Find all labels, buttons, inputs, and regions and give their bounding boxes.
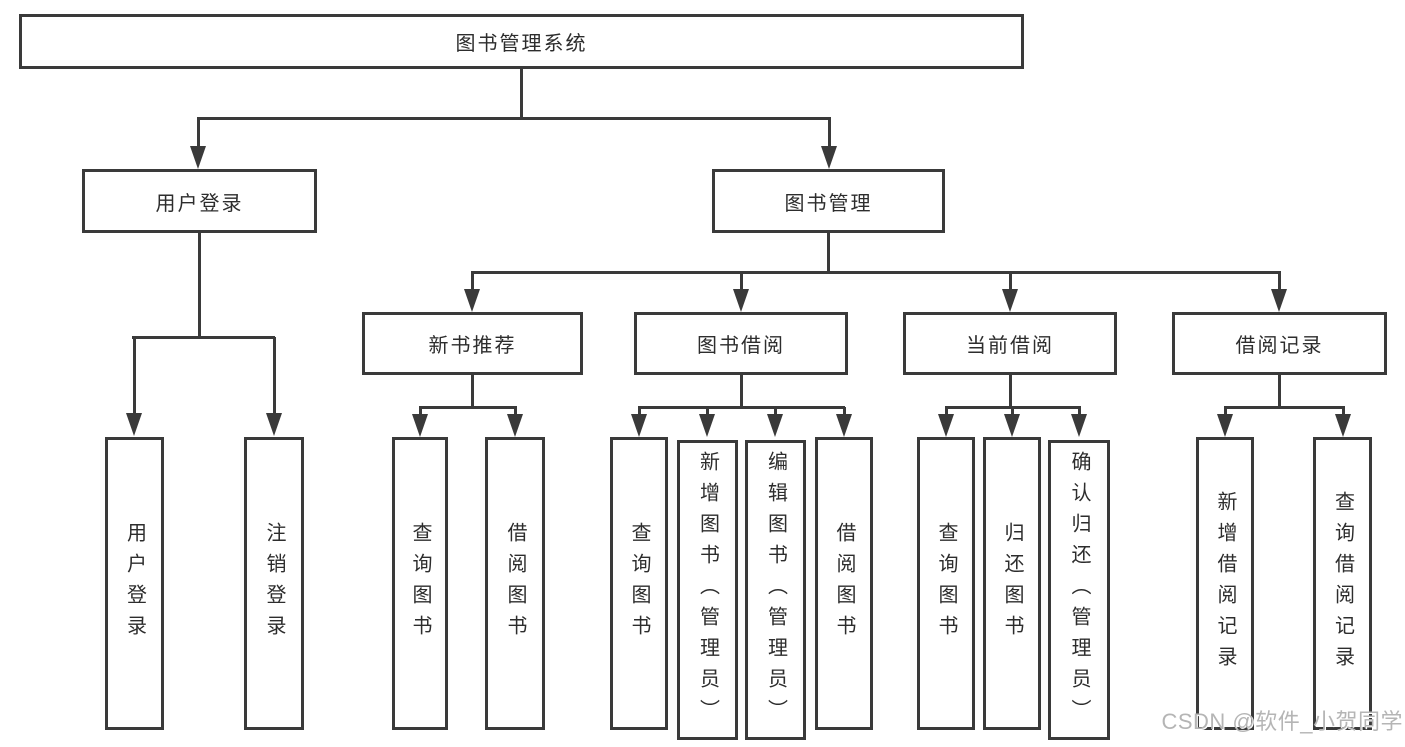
arrow-down-icon bbox=[1271, 289, 1287, 312]
connector-line bbox=[471, 272, 474, 290]
connector-line bbox=[638, 407, 641, 415]
arrow-down-icon bbox=[1335, 414, 1351, 437]
connector-line bbox=[198, 233, 201, 338]
connector-line bbox=[827, 233, 830, 273]
arrow-down-icon bbox=[836, 414, 852, 437]
connector-line bbox=[1278, 272, 1281, 290]
arrow-down-icon bbox=[821, 146, 837, 169]
connector-line bbox=[1342, 407, 1345, 415]
leaf-confirm-return-admin-label: 确认归还（管理员） bbox=[1068, 450, 1090, 730]
connector-line bbox=[419, 406, 517, 409]
connector-line bbox=[774, 407, 777, 415]
connector-line bbox=[1011, 407, 1014, 415]
connector-line bbox=[945, 407, 948, 415]
connector-line bbox=[273, 337, 276, 415]
connector-line bbox=[1078, 407, 1081, 415]
leaf-edit-book-admin: 编辑图书（管理员） bbox=[745, 440, 806, 740]
leaf-return-books: 归还图书 bbox=[983, 437, 1041, 730]
arrow-down-icon bbox=[1002, 289, 1018, 312]
connector-line bbox=[197, 117, 831, 120]
connector-line bbox=[419, 407, 422, 415]
arrow-down-icon bbox=[464, 289, 480, 312]
arrow-down-icon bbox=[767, 414, 783, 437]
node-current-borrowing-label: 当前借阅 bbox=[966, 335, 1054, 357]
leaf-query-borrow-record-label: 查询借阅记录 bbox=[1331, 490, 1354, 677]
leaf-borrow-books-recommend: 借阅图书 bbox=[485, 437, 545, 730]
leaf-borrow-books-recommend-label: 借阅图书 bbox=[504, 521, 526, 646]
leaf-add-book-admin: 新增图书（管理员） bbox=[677, 440, 738, 740]
arrow-down-icon bbox=[126, 413, 142, 436]
arrow-down-icon bbox=[507, 414, 523, 437]
node-new-book-recommend: 新书推荐 bbox=[362, 312, 583, 375]
node-book-management-label: 图书管理 bbox=[784, 192, 873, 215]
connector-line bbox=[1009, 375, 1012, 408]
connector-line bbox=[740, 272, 743, 290]
leaf-edit-book-admin-label: 编辑图书（管理员） bbox=[764, 450, 787, 730]
leaf-add-borrow-record-label: 新增借阅记录 bbox=[1214, 490, 1236, 677]
leaf-query-books-current-label: 查询图书 bbox=[935, 521, 957, 646]
leaf-borrow-books-borrowing: 借阅图书 bbox=[815, 437, 873, 730]
arrow-down-icon bbox=[733, 289, 749, 312]
leaf-logout-label: 注销登录 bbox=[263, 521, 285, 646]
connector-line bbox=[471, 375, 474, 408]
arrow-down-icon bbox=[1217, 414, 1233, 437]
node-book-borrowing: 图书借阅 bbox=[634, 312, 848, 375]
leaf-query-books-recommend: 查询图书 bbox=[392, 437, 448, 730]
node-new-book-recommend-label: 新书推荐 bbox=[428, 335, 517, 357]
leaf-borrow-books-borrowing-label: 借阅图书 bbox=[833, 521, 855, 646]
leaf-user-login-label: 用户登录 bbox=[123, 521, 146, 646]
connector-line bbox=[1224, 407, 1227, 415]
arrow-down-icon bbox=[1004, 414, 1020, 437]
node-root: 图书管理系统 bbox=[19, 14, 1024, 69]
arrow-down-icon bbox=[938, 414, 954, 437]
leaf-query-books-recommend-label: 查询图书 bbox=[409, 521, 431, 646]
node-borrowing-records: 借阅记录 bbox=[1172, 312, 1387, 375]
node-user-login-label: 用户登录 bbox=[155, 192, 244, 215]
node-root-label: 图书管理系统 bbox=[455, 33, 588, 55]
arrow-down-icon bbox=[1071, 414, 1087, 437]
connector-line bbox=[132, 336, 275, 339]
leaf-query-books-current: 查询图书 bbox=[917, 437, 975, 730]
leaf-add-book-admin-label: 新增图书（管理员） bbox=[696, 450, 719, 730]
leaf-user-login: 用户登录 bbox=[105, 437, 164, 730]
arrow-down-icon bbox=[699, 414, 715, 437]
leaf-confirm-return-admin: 确认归还（管理员） bbox=[1048, 440, 1110, 740]
node-book-management: 图书管理 bbox=[712, 169, 945, 233]
connector-line bbox=[514, 407, 517, 415]
arrow-down-icon bbox=[190, 146, 206, 169]
connector-line bbox=[471, 271, 1281, 274]
node-current-borrowing: 当前借阅 bbox=[903, 312, 1117, 375]
node-user-login: 用户登录 bbox=[82, 169, 317, 233]
leaf-add-borrow-record: 新增借阅记录 bbox=[1196, 437, 1254, 730]
connector-line bbox=[133, 337, 136, 415]
node-borrowing-records-label: 借阅记录 bbox=[1235, 335, 1324, 357]
node-book-borrowing-label: 图书借阅 bbox=[697, 335, 785, 357]
leaf-query-books-borrowing-label: 查询图书 bbox=[628, 521, 650, 646]
connector-line bbox=[1278, 375, 1281, 408]
connector-line bbox=[843, 407, 846, 415]
arrow-down-icon bbox=[412, 414, 428, 437]
connector-line bbox=[828, 118, 831, 147]
leaf-return-books-label: 归还图书 bbox=[1001, 521, 1023, 646]
arrow-down-icon bbox=[266, 413, 282, 436]
connector-line bbox=[706, 407, 709, 415]
connector-line bbox=[520, 69, 523, 118]
connector-line bbox=[1009, 272, 1012, 290]
leaf-query-borrow-record: 查询借阅记录 bbox=[1313, 437, 1372, 730]
watermark: CSDN @软件_小贺同学 bbox=[1161, 709, 1403, 734]
connector-line bbox=[740, 375, 743, 408]
connector-line bbox=[197, 118, 200, 147]
arrow-down-icon bbox=[631, 414, 647, 437]
connector-line bbox=[1224, 406, 1345, 409]
leaf-logout: 注销登录 bbox=[244, 437, 304, 730]
leaf-query-books-borrowing: 查询图书 bbox=[610, 437, 668, 730]
